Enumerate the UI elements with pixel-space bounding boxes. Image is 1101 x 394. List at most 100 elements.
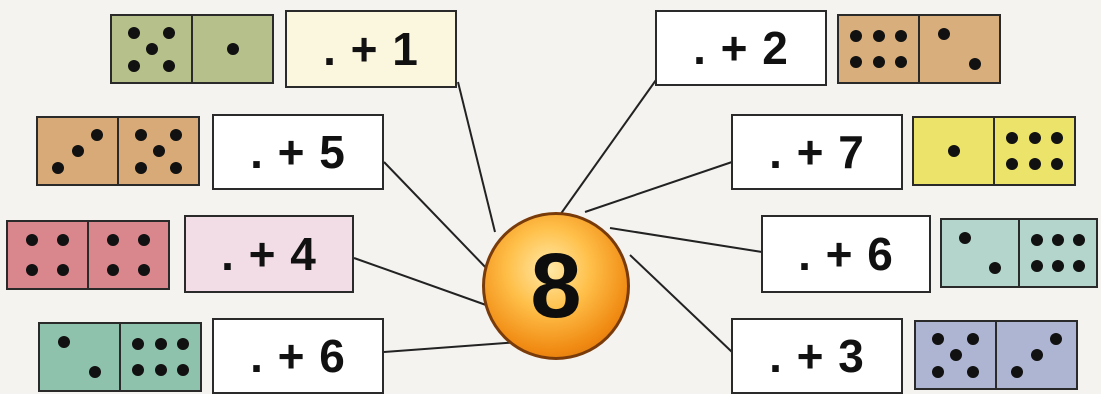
domino-pip: [138, 234, 151, 247]
domino-pip: [154, 364, 167, 377]
domino-pip: [162, 59, 175, 72]
domino-pip: [1050, 131, 1063, 144]
expression-box-row-4[interactable]: . + 6: [212, 318, 384, 394]
domino-pip: [932, 332, 945, 345]
domino-pip: [57, 336, 70, 349]
domino-pip: [1050, 158, 1063, 171]
domino-pip: [1028, 158, 1041, 171]
domino-pip: [176, 337, 189, 350]
connector-line-row-5: [554, 79, 657, 223]
domino-pip: [894, 29, 907, 42]
domino-pip: [1050, 332, 1063, 345]
domino-half-right: [993, 118, 1074, 184]
connector-line-row-2: [383, 161, 491, 273]
domino-pip: [1006, 131, 1019, 144]
domino-half-right: [191, 16, 272, 82]
domino-pip: [1073, 233, 1086, 246]
domino-pip: [1010, 365, 1023, 378]
domino-half-left: [38, 118, 117, 184]
domino-pip: [966, 332, 979, 345]
domino-pip: [872, 56, 885, 69]
domino-pip: [71, 145, 84, 157]
expression-box-row-1[interactable]: . + 1: [285, 10, 457, 88]
expression-box-row-8[interactable]: . + 3: [731, 318, 903, 394]
domino-pip: [138, 263, 151, 276]
domino-pip: [850, 56, 863, 69]
domino-half-right: [87, 222, 168, 288]
connector-line-row-7: [609, 227, 763, 253]
connector-line-row-1: [457, 81, 496, 233]
domino-pip: [894, 56, 907, 69]
domino-pip: [1030, 233, 1043, 246]
connector-line-row-8: [629, 254, 733, 353]
domino-pip: [25, 234, 38, 247]
domino-pip: [969, 57, 982, 70]
domino-pip: [1052, 233, 1064, 246]
domino-pip: [57, 263, 70, 276]
domino-pip: [1006, 158, 1019, 171]
domino-pip: [947, 145, 960, 157]
domino-pip: [91, 128, 104, 141]
domino-half-right: [1018, 220, 1096, 286]
domino-pip: [106, 263, 119, 276]
domino-pip: [958, 232, 971, 245]
domino-pip: [106, 234, 119, 247]
domino-half-left: [8, 222, 87, 288]
domino-pip: [89, 365, 102, 378]
domino-row-1: [110, 14, 274, 84]
expression-box-row-2[interactable]: . + 5: [212, 114, 384, 190]
domino-half-right: [918, 16, 999, 82]
domino-pip: [51, 161, 64, 174]
domino-pip: [966, 365, 979, 378]
domino-pip: [25, 263, 38, 276]
domino-pip: [850, 29, 863, 42]
domino-pip: [169, 128, 182, 141]
expression-box-row-5[interactable]: . + 2: [655, 10, 827, 86]
connector-line-row-3: [353, 257, 487, 306]
domino-pip: [1073, 260, 1086, 273]
domino-row-8: [914, 320, 1078, 390]
domino-pip: [135, 128, 148, 141]
domino-pip: [162, 26, 175, 39]
domino-pip: [1052, 260, 1064, 273]
domino-half-right: [117, 118, 198, 184]
domino-row-3: [6, 220, 170, 290]
domino-row-4: [38, 322, 202, 392]
connector-line-row-4: [383, 341, 521, 353]
domino-pip: [128, 26, 141, 39]
domino-row-2: [36, 116, 200, 186]
domino-half-left: [914, 118, 993, 184]
domino-row-6: [912, 116, 1076, 186]
domino-row-5: [837, 14, 1001, 84]
domino-half-left: [112, 16, 191, 82]
expression-box-row-6[interactable]: . + 7: [731, 114, 903, 190]
domino-pip: [145, 43, 158, 55]
domino-pip: [57, 234, 70, 247]
domino-half-left: [942, 220, 1018, 286]
center-number-circle: 8: [482, 212, 630, 360]
domino-pip: [932, 365, 945, 378]
domino-half-left: [839, 16, 918, 82]
connector-line-row-6: [584, 161, 733, 213]
expression-box-row-7[interactable]: . + 6: [761, 215, 931, 293]
domino-pip: [132, 337, 145, 350]
domino-pip: [937, 28, 950, 41]
domino-pip: [152, 145, 165, 157]
domino-row-7: [940, 218, 1098, 288]
domino-half-right: [995, 322, 1076, 388]
domino-pip: [989, 261, 1002, 274]
domino-half-left: [40, 324, 119, 390]
domino-pip: [1030, 349, 1043, 361]
domino-half-left: [916, 322, 995, 388]
domino-pip: [135, 161, 148, 174]
domino-pip: [176, 364, 189, 377]
domino-pip: [169, 161, 182, 174]
domino-pip: [154, 337, 167, 350]
domino-pip: [132, 364, 145, 377]
domino-pip: [1030, 260, 1043, 273]
domino-pip: [128, 59, 141, 72]
expression-box-row-3[interactable]: . + 4: [184, 215, 354, 293]
domino-pip: [949, 349, 962, 361]
domino-pip: [872, 29, 885, 42]
